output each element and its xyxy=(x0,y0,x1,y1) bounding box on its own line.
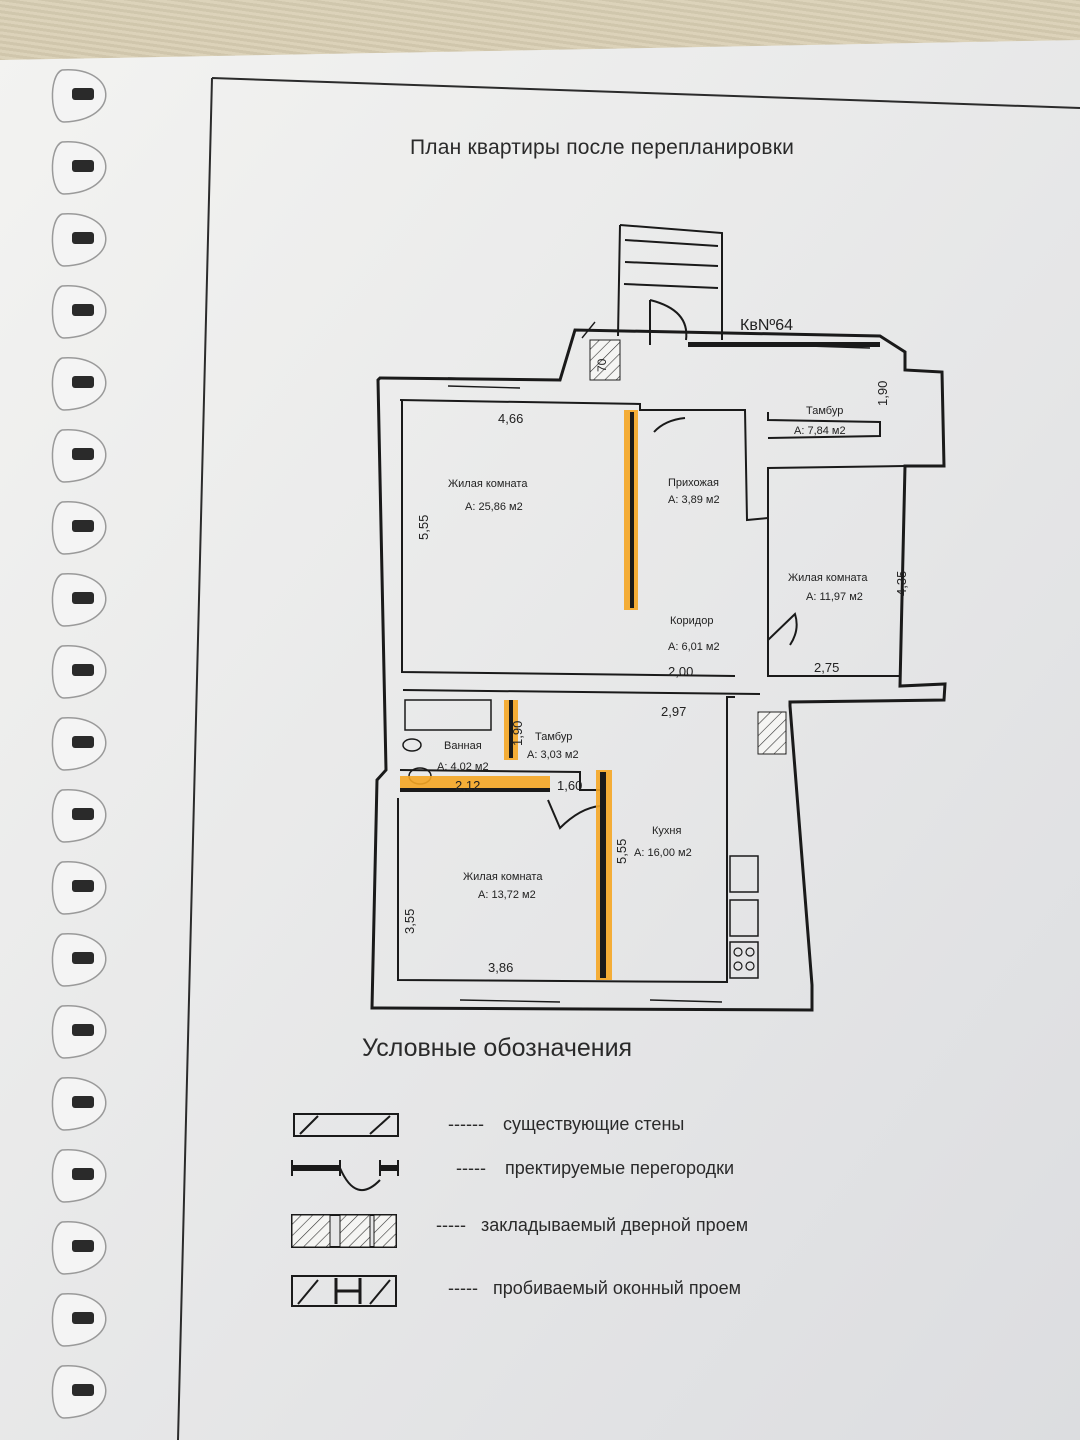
binding-hole xyxy=(72,808,94,820)
door-arc-hall xyxy=(653,417,686,433)
binding-hole xyxy=(72,304,94,316)
legend-symbol-sealed-doorway xyxy=(291,1214,397,1248)
legend-label-1: существующие стены xyxy=(502,1114,685,1134)
dim-70: 70 xyxy=(595,358,609,372)
room-living1-name: Жилая комната xyxy=(448,478,528,490)
binding-hole xyxy=(72,1312,94,1324)
binding-hole xyxy=(72,520,94,532)
binding-hole xyxy=(72,1096,94,1108)
legend-title: Условные обозначения xyxy=(362,1034,633,1062)
legend-label-4: пробиваемый оконный проем xyxy=(493,1278,742,1298)
binding-hole xyxy=(72,880,94,892)
dim-200: 2,00 xyxy=(668,664,693,679)
legend-item-4: ----- пробиваемый оконный проем xyxy=(448,1278,741,1299)
apartment-label: КвNº64 xyxy=(740,317,793,334)
binding-hole xyxy=(72,952,94,964)
room-living2-name: Жилая комната xyxy=(788,572,868,584)
binding-hole xyxy=(72,736,94,748)
room-bath-area: А: 4,02 м2 xyxy=(437,761,489,773)
legend-label-3: закладываемый дверной проем xyxy=(481,1215,749,1235)
dim-212: 2,12 xyxy=(455,778,480,793)
legend-symbol-partitions xyxy=(291,1160,399,1192)
door-arc-bedroom xyxy=(547,799,601,830)
door-arc-entry xyxy=(649,299,688,341)
dim-355-left: 3,55 xyxy=(402,909,417,934)
dim-466: 4,66 xyxy=(498,411,523,426)
legend-label-2: пректируемые перегородки xyxy=(505,1158,735,1178)
room-living2-area: А: 11,97 м2 xyxy=(806,591,863,603)
binding-hole xyxy=(72,1240,94,1252)
spiral-binding xyxy=(51,69,107,1419)
legend-symbol-existing-walls xyxy=(293,1113,399,1137)
binding-hole xyxy=(72,664,94,676)
binding-hole xyxy=(72,88,94,100)
dim-160: 1,60 xyxy=(557,778,582,793)
balcony-frame xyxy=(617,224,723,340)
room-vestibule1-area: А: 7,84 м2 xyxy=(794,425,846,437)
dim-386: 3,86 xyxy=(488,960,513,975)
room-vestibule2-name: Тамбур xyxy=(535,731,572,743)
room-corridor-name: Коридор xyxy=(670,615,713,627)
room-kitchen-name: Кухня xyxy=(652,825,681,837)
binding-hole xyxy=(72,232,94,244)
legend-dash-2: ----- xyxy=(456,1158,486,1178)
binding-hole xyxy=(72,1384,94,1396)
dim-190-bath: 1,90 xyxy=(510,721,525,746)
dim-275: 2,75 xyxy=(814,660,839,675)
legend-dash-3: ----- xyxy=(436,1215,466,1235)
room-living1-area: А: 25,86 м2 xyxy=(465,501,523,513)
dim-435: 4,35 xyxy=(894,571,909,596)
legend-dash-4: ----- xyxy=(448,1278,478,1298)
binding-hole xyxy=(72,160,94,172)
dim-555-kitchen: 5,55 xyxy=(614,839,629,864)
legend-symbol-new-window xyxy=(291,1275,397,1307)
outer-wall xyxy=(370,328,947,1012)
binding-hole xyxy=(72,1024,94,1036)
dim-190-top: 1,90 xyxy=(875,381,890,406)
dim-555-left: 5,55 xyxy=(416,515,431,540)
binding-hole xyxy=(72,376,94,388)
legend-dash-1: ------ xyxy=(448,1114,484,1134)
room-vestibule2-area: А: 3,03 м2 xyxy=(527,749,579,761)
legend-item-3: ----- закладываемый дверной проем xyxy=(436,1215,748,1236)
room-living3-area: А: 13,72 м2 xyxy=(478,889,536,901)
legend-item-1: ------ существующие стены xyxy=(448,1114,684,1135)
dim-297: 2,97 xyxy=(661,704,686,719)
room-kitchen-area: А: 16,00 м2 xyxy=(634,847,692,859)
binding-hole xyxy=(72,1168,94,1180)
room-bath-name: Ванная xyxy=(444,740,482,752)
room-corridor-area: А: 6,01 м2 xyxy=(668,641,720,653)
room-hall-area: А: 3,89 м2 xyxy=(668,494,720,506)
plan-title: План квартиры после перепланировки xyxy=(410,136,795,159)
room-vestibule1-name: Тамбур xyxy=(806,405,843,417)
door-arc-corridor xyxy=(767,612,798,646)
room-living3-name: Жилая комната xyxy=(463,871,543,883)
legend-item-2: ----- пректируемые перегородки xyxy=(456,1158,734,1179)
binding-hole xyxy=(72,592,94,604)
room-hall-name: Прихожая xyxy=(668,477,719,489)
binding-hole xyxy=(72,448,94,460)
